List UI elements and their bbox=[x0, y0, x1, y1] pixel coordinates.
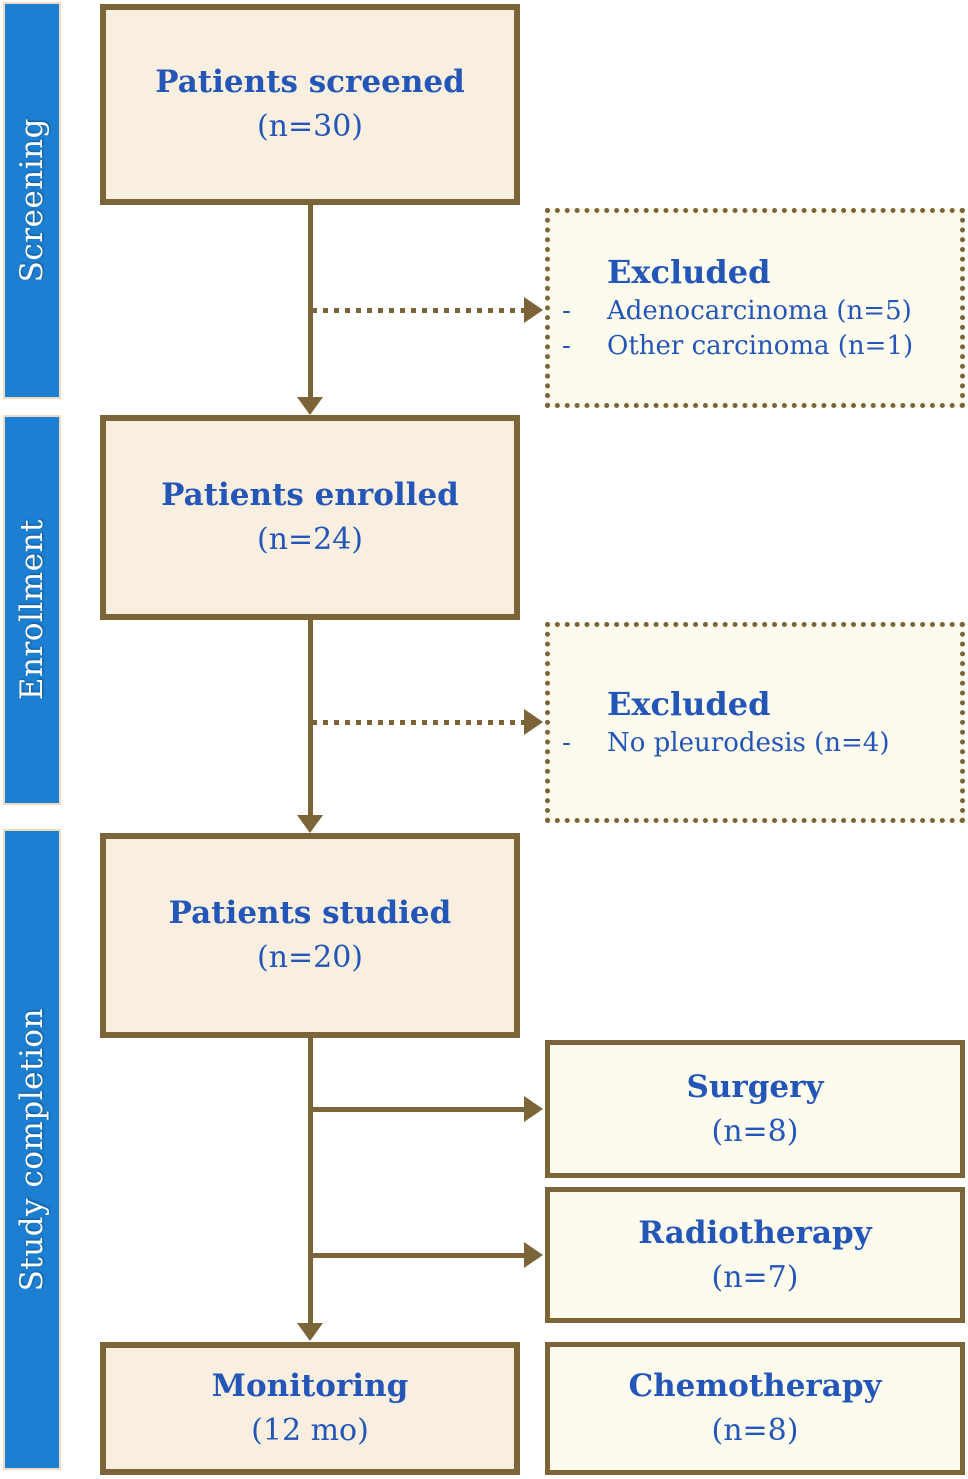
list-dash: - bbox=[562, 295, 571, 326]
excluded-item-text: Other carcinoma (n=1) bbox=[607, 330, 914, 361]
list-dash: - bbox=[562, 727, 571, 758]
box-patients-enrolled: Patients enrolled (n=24) bbox=[100, 415, 520, 620]
chemotherapy-title: Chemotherapy bbox=[628, 1368, 882, 1405]
excluded-item-text: No pleurodesis (n=4) bbox=[607, 727, 890, 758]
box-excluded-screening: Excluded - Adenocarcinoma (n=5) - Other … bbox=[545, 208, 965, 408]
connector-studied-to-monitoring bbox=[308, 1038, 313, 1325]
patients-enrolled-count: (n=24) bbox=[256, 522, 364, 558]
arrow-right-icon bbox=[524, 1096, 543, 1122]
patients-screened-title: Patients screened bbox=[155, 64, 465, 101]
arrow-down-icon bbox=[297, 1323, 323, 1341]
patients-studied-count: (n=20) bbox=[256, 940, 364, 976]
monitoring-count: (12 mo) bbox=[251, 1413, 369, 1449]
excluded-item-text: Adenocarcinoma (n=5) bbox=[607, 295, 912, 326]
patients-screened-count: (n=30) bbox=[256, 109, 364, 145]
patients-enrolled-title: Patients enrolled bbox=[161, 477, 459, 514]
arrow-right-icon bbox=[524, 1242, 543, 1268]
connector-studied-to-radiotherapy bbox=[310, 1253, 524, 1258]
surgery-title: Surgery bbox=[686, 1068, 824, 1105]
box-radiotherapy: Radiotherapy (n=7) bbox=[545, 1187, 965, 1323]
box-chemotherapy: Chemotherapy (n=8) bbox=[545, 1342, 965, 1475]
connector-screened-to-enrolled bbox=[308, 205, 313, 399]
box-patients-screened: Patients screened (n=30) bbox=[100, 4, 520, 205]
connector-dotted-excluded-screening bbox=[312, 308, 524, 313]
chemotherapy-count: (n=8) bbox=[711, 1413, 799, 1449]
arrow-right-icon bbox=[524, 709, 543, 735]
box-patients-studied: Patients studied (n=20) bbox=[100, 833, 520, 1038]
connector-enrolled-to-studied bbox=[308, 620, 313, 816]
patients-studied-title: Patients studied bbox=[168, 895, 452, 932]
list-dash: - bbox=[562, 330, 571, 361]
phase-bar-screening: Screening bbox=[3, 2, 61, 399]
excluded-enrollment-title: Excluded bbox=[607, 685, 771, 724]
box-excluded-enrollment: Excluded - No pleurodesis (n=4) bbox=[545, 622, 965, 823]
arrow-down-icon bbox=[297, 397, 323, 415]
phase-label-screening: Screening bbox=[14, 118, 50, 283]
connector-dotted-excluded-enrollment bbox=[312, 720, 524, 725]
phase-label-enrollment: Enrollment bbox=[14, 519, 50, 701]
connector-studied-to-surgery bbox=[310, 1107, 524, 1112]
radiotherapy-title: Radiotherapy bbox=[638, 1214, 872, 1251]
arrow-right-icon bbox=[524, 297, 543, 323]
phase-label-study-completion: Study completion bbox=[14, 1007, 50, 1292]
box-monitoring: Monitoring (12 mo) bbox=[100, 1342, 520, 1475]
surgery-count: (n=8) bbox=[711, 1113, 799, 1149]
excluded-screening-item: - Adenocarcinoma (n=5) bbox=[562, 294, 960, 329]
radiotherapy-count: (n=7) bbox=[711, 1259, 799, 1295]
monitoring-title: Monitoring bbox=[211, 1368, 409, 1405]
phase-bar-enrollment: Enrollment bbox=[3, 415, 61, 805]
phase-bar-study-completion: Study completion bbox=[3, 829, 61, 1470]
excluded-enrollment-item: - No pleurodesis (n=4) bbox=[562, 726, 960, 761]
excluded-screening-title: Excluded bbox=[607, 253, 771, 292]
box-surgery: Surgery (n=8) bbox=[545, 1040, 965, 1178]
arrow-down-icon bbox=[297, 815, 323, 833]
excluded-screening-item: - Other carcinoma (n=1) bbox=[562, 329, 960, 364]
